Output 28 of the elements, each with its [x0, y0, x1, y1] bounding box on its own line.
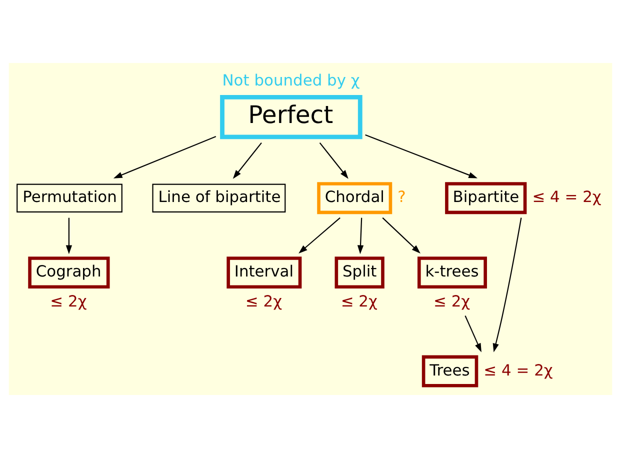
node-label: ≤ 2χ [50, 292, 87, 310]
node-label: ≤ 4 = 2χ [532, 188, 602, 206]
node-box: Permutation [16, 183, 122, 212]
node-label: ≤ 2χ [433, 292, 470, 310]
node-box: Line of bipartite [152, 183, 286, 212]
node-box: Chordal [317, 182, 392, 214]
node-box: Bipartite [445, 182, 527, 214]
node-box: Interval [226, 256, 302, 288]
node-box: k-trees [418, 256, 487, 288]
node-label: ≤ 2χ [340, 292, 378, 310]
arrow [357, 217, 364, 254]
node-box: Trees [422, 354, 478, 387]
arrow [232, 142, 262, 178]
node-label: ≤ 4 = 2χ [484, 360, 553, 379]
arrow [492, 217, 522, 352]
arrow [66, 217, 72, 254]
node-label: Not bounded by χ [222, 70, 360, 89]
arrow [382, 216, 420, 254]
arrow [319, 142, 348, 178]
arrow [113, 136, 216, 178]
arrow [464, 314, 482, 352]
node-label: ? [398, 188, 406, 206]
arrow [365, 134, 478, 178]
node-box: Perfect [220, 94, 362, 139]
node-label: ≤ 2χ [245, 292, 282, 310]
arrow [298, 216, 340, 253]
node-box: Cograph [28, 256, 110, 288]
node-box: Split [334, 256, 384, 288]
